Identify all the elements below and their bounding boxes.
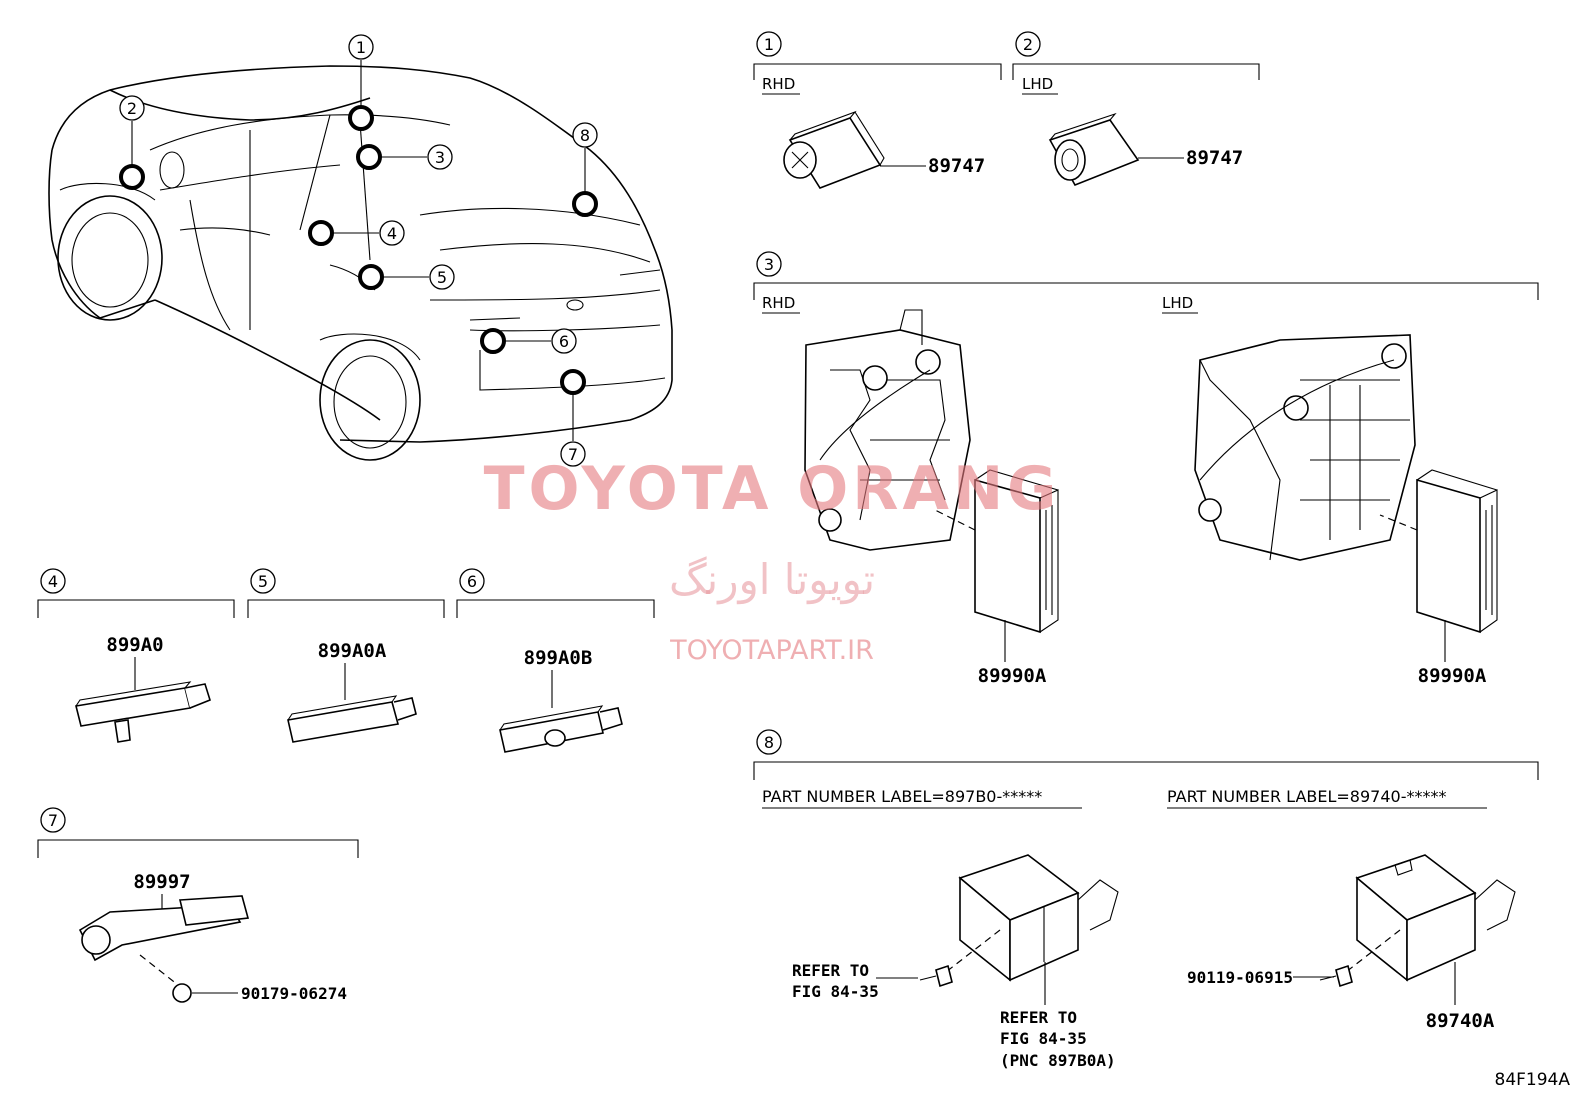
section-8-part-right: 89740A	[1426, 1010, 1495, 1032]
section-7-number: 7	[48, 811, 58, 830]
key-sensor-lhd-illustration	[1048, 112, 1140, 187]
section-5: 5 899A0A	[247, 568, 445, 743]
section-2-number: 2	[1023, 35, 1033, 54]
refer-unit-line-3: (PNC 897B0A)	[1000, 1051, 1116, 1070]
section-4: 4 899A0	[37, 568, 235, 743]
callout-6-number: 6	[559, 332, 569, 351]
section-8-number: 8	[764, 733, 774, 752]
refer-bolt-line-1: REFER TO	[792, 961, 869, 980]
key-sensor-rhd-illustration	[783, 110, 885, 189]
callout-2-number: 2	[127, 99, 137, 118]
callout-1-number: 1	[356, 38, 366, 57]
bracket-lhd-illustration	[1194, 334, 1416, 561]
callout-3: 3	[427, 144, 453, 170]
section-3: 3 RHD LHD 89990A	[753, 251, 1539, 687]
bolt-left-illustration	[919, 964, 953, 988]
refer-unit-line-2: FIG 84-35	[1000, 1029, 1087, 1048]
section-1-number: 1	[764, 35, 774, 54]
section-3-number: 3	[764, 255, 774, 274]
section-3-part-right: 89990A	[1418, 665, 1487, 687]
watermark-line-2: تویوتا اورنگ	[669, 555, 875, 604]
bracket-rhd-illustration	[804, 309, 971, 551]
section-6: 6 899A0B	[456, 568, 655, 753]
refer-bolt-line-2: FIG 84-35	[792, 982, 879, 1001]
bolt-right-illustration	[1319, 964, 1353, 988]
section-5-number: 5	[258, 572, 268, 591]
callout-8-number: 8	[580, 126, 590, 145]
ecu-89740-illustration	[1355, 854, 1516, 982]
antenna-89997-illustration	[78, 895, 250, 962]
callout-8: 8	[572, 122, 598, 148]
section-4-part-number: 899A0	[106, 634, 163, 656]
section-2-variant: LHD	[1022, 75, 1053, 93]
watermark-line-1: TOYOTA ORANG	[484, 454, 1061, 524]
callout-3-number: 3	[435, 148, 445, 167]
callout-7-number: 7	[568, 445, 578, 464]
section-7-part-number: 89997	[133, 871, 190, 893]
body-ecu-rhd-illustration	[974, 469, 1059, 634]
callout-4-number: 4	[387, 224, 397, 243]
section-1: 1 RHD 89747	[753, 31, 1002, 189]
callout-5-number: 5	[437, 268, 447, 287]
section-6-part-number: 899A0B	[524, 647, 593, 669]
location-markers	[119, 60, 598, 441]
section-8-bolt-number: 90119-06915	[1187, 968, 1293, 987]
watermark: TOYOTA ORANG تویوتا اورنگ TOYOTAPART.IR	[484, 454, 1061, 666]
section-8: 8 PART NUMBER LABEL=897B0-***** PART NUM…	[753, 729, 1539, 1070]
section-3-variant-left: RHD	[762, 294, 795, 312]
section-2: 2 LHD 89747	[1012, 31, 1260, 187]
callout-4: 4	[379, 220, 405, 246]
section-7: 7 89997 90179-06274	[37, 807, 359, 1003]
callout-2: 2	[119, 95, 145, 121]
antenna-899a0a-illustration	[287, 695, 417, 743]
antenna-899a0-illustration	[75, 681, 211, 743]
callout-1: 1	[348, 34, 374, 60]
section-3-variant-right: LHD	[1162, 294, 1193, 312]
section-7-fastener-number: 90179-06274	[241, 984, 347, 1003]
section-8-label-right: PART NUMBER LABEL=89740-*****	[1167, 787, 1446, 806]
section-1-variant: RHD	[762, 75, 795, 93]
antenna-899a0b-illustration	[499, 705, 623, 753]
section-3-part-left: 89990A	[978, 665, 1047, 687]
callout-7: 7	[560, 441, 586, 467]
section-1-part-number: 89747	[928, 155, 985, 177]
section-5-part-number: 899A0A	[318, 640, 387, 662]
figure-code: 84F194A	[1495, 1070, 1571, 1090]
callout-6: 6	[551, 328, 577, 354]
section-8-label-left: PART NUMBER LABEL=897B0-*****	[762, 787, 1042, 806]
section-2-part-number: 89747	[1186, 147, 1243, 169]
body-ecu-lhd-illustration	[1416, 469, 1498, 634]
ecu-897b0-illustration	[958, 854, 1119, 982]
callout-5: 5	[429, 264, 455, 290]
watermark-line-3: TOYOTAPART.IR	[669, 635, 874, 666]
refer-unit-line-1: REFER TO	[1000, 1008, 1077, 1027]
section-6-number: 6	[467, 572, 477, 591]
section-4-number: 4	[48, 572, 58, 591]
